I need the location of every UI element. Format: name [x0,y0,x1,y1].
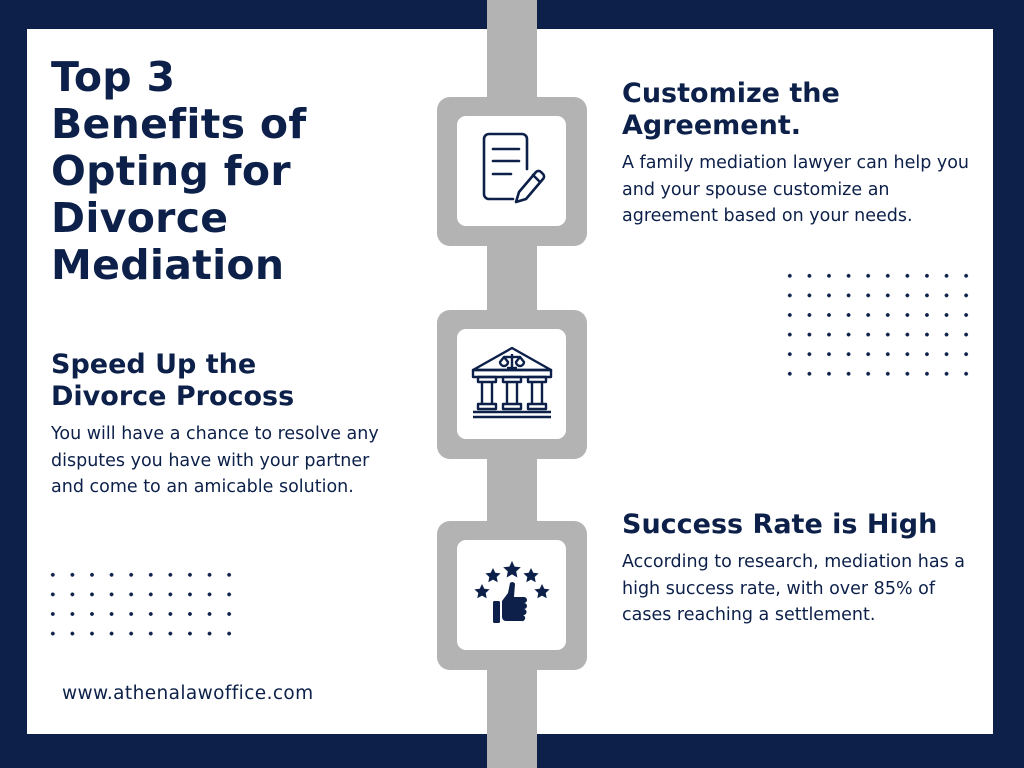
website-url[interactable]: www.athenalawoffice.com [62,683,314,704]
icon-box-inner [457,329,566,439]
title-line: Divorce [51,194,229,242]
title-line: Mediation [51,241,285,289]
benefit-heading: Success Rate is High [622,509,972,541]
benefit-heading: Customize the Agreement. [622,78,972,142]
page-title: Top 3 Benefits of Opting for Divorce Med… [51,54,411,289]
heading-line: Success Rate is High [622,509,938,540]
title-line: Benefits of [51,100,307,148]
document-pencil-icon [477,129,547,213]
thumbs-up-stars-icon [473,561,550,629]
icon-box-inner [457,116,566,226]
title-line: Top 3 [51,53,176,101]
dot-grid-right [780,266,976,384]
courthouse-scales-icon [470,344,554,424]
heading-line: Divorce Procoss [51,381,295,412]
benefit-speed: Speed Up the Divorce Procoss You will ha… [51,349,401,501]
icon-box-customize [437,97,587,246]
benefit-heading: Speed Up the Divorce Procoss [51,349,401,413]
benefit-body: According to research, mediation has a h… [622,552,966,625]
icon-box-inner [457,540,566,650]
benefit-success: Success Rate is High According to resear… [622,509,972,629]
benefit-body: You will have a chance to resolve any di… [51,424,379,497]
icon-box-speed [437,310,587,459]
benefit-customize: Customize the Agreement. A family mediat… [622,78,972,230]
benefit-body: A family mediation lawyer can help you a… [622,153,970,226]
heading-line: Customize the [622,78,840,109]
heading-line: Agreement. [622,110,801,141]
heading-line: Speed Up the [51,349,257,380]
dot-grid-left [43,565,239,644]
title-line: Opting for [51,147,291,195]
icon-box-success [437,521,587,670]
